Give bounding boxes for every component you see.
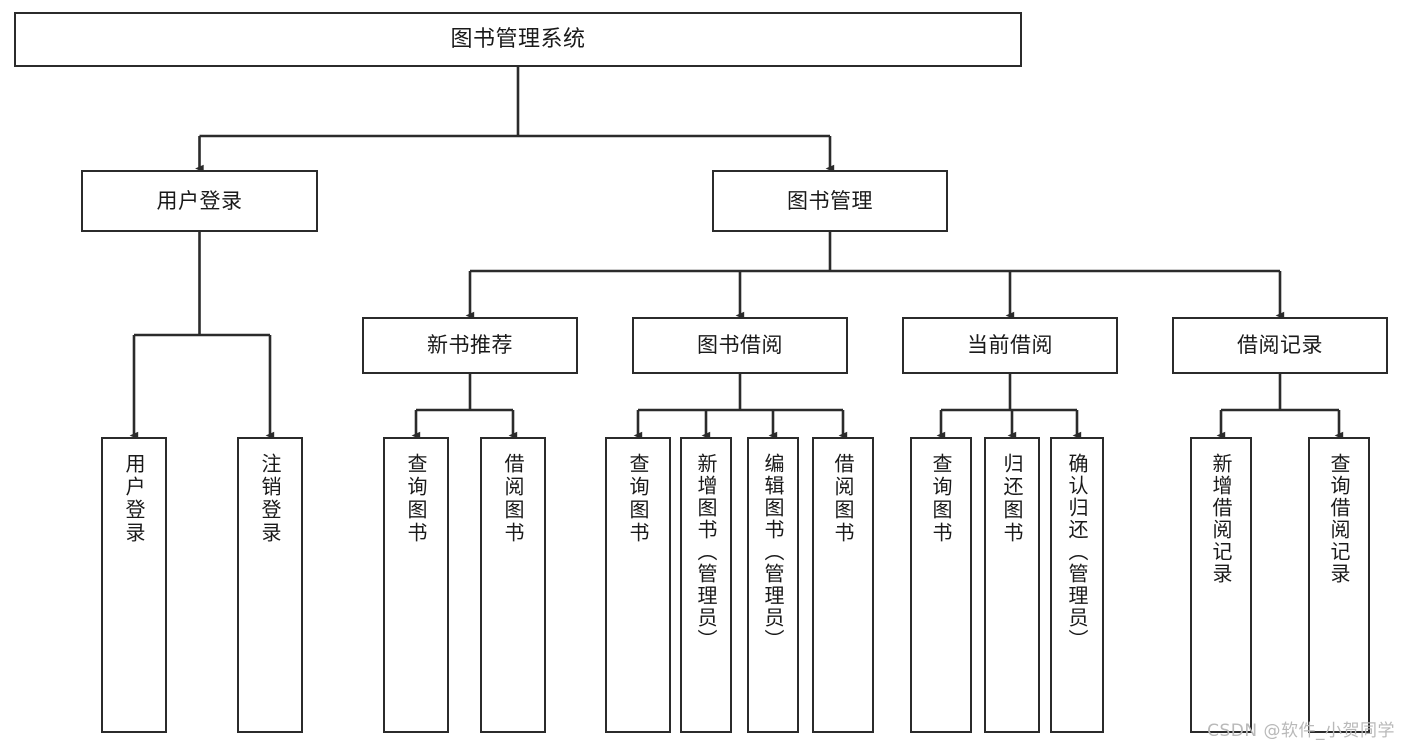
node-label: 查询图书: [929, 453, 953, 545]
node-label: 借阅图书: [831, 453, 855, 545]
node-label: 归还图书: [1000, 453, 1024, 545]
node-user-login[interactable]: 用户登录: [81, 170, 318, 232]
node-leaf-borrow-book-1[interactable]: 借阅图书: [480, 437, 546, 733]
node-leaf-add-book[interactable]: 新增图书（管理员）: [680, 437, 732, 733]
node-label: 新增图书（管理员）: [694, 453, 718, 651]
node-book-borrow[interactable]: 图书借阅: [632, 317, 848, 374]
node-leaf-query-book-3[interactable]: 查询图书: [910, 437, 972, 733]
node-label: 新书推荐: [427, 333, 513, 358]
node-label: 查询图书: [404, 453, 428, 545]
node-label: 借阅记录: [1237, 333, 1323, 358]
node-label: 注销登录: [258, 453, 282, 545]
node-leaf-borrow-book-2[interactable]: 借阅图书: [812, 437, 874, 733]
node-leaf-logout[interactable]: 注销登录: [237, 437, 303, 733]
node-root[interactable]: 图书管理系统: [14, 12, 1022, 67]
node-book-manage[interactable]: 图书管理: [712, 170, 948, 232]
node-new-book-recommend[interactable]: 新书推荐: [362, 317, 578, 374]
node-label: 用户登录: [122, 453, 146, 545]
node-label: 查询图书: [626, 453, 650, 545]
node-leaf-return-book[interactable]: 归还图书: [984, 437, 1040, 733]
node-leaf-query-record[interactable]: 查询借阅记录: [1308, 437, 1370, 733]
node-borrow-record[interactable]: 借阅记录: [1172, 317, 1388, 374]
node-leaf-add-record[interactable]: 新增借阅记录: [1190, 437, 1252, 733]
connector-group: [129, 67, 1344, 440]
watermark-label: CSDN @软件_小贺同学: [1207, 721, 1395, 741]
node-label: 用户登录: [156, 188, 243, 213]
node-label: 确认归还（管理员）: [1065, 453, 1089, 651]
node-label: 图书借阅: [697, 333, 783, 358]
node-leaf-user-login[interactable]: 用户登录: [101, 437, 167, 733]
node-label: 图书管理: [787, 188, 873, 213]
node-label: 借阅图书: [501, 453, 525, 545]
node-label: 当前借阅: [967, 333, 1053, 358]
node-label: 编辑图书（管理员）: [761, 453, 785, 651]
node-current-borrow[interactable]: 当前借阅: [902, 317, 1118, 374]
node-leaf-confirm-return[interactable]: 确认归还（管理员）: [1050, 437, 1104, 733]
node-leaf-query-book-2[interactable]: 查询图书: [605, 437, 671, 733]
node-label: 查询借阅记录: [1327, 453, 1351, 585]
node-label: 新增借阅记录: [1209, 453, 1233, 585]
node-leaf-query-book-1[interactable]: 查询图书: [383, 437, 449, 733]
node-label: 图书管理系统: [450, 26, 586, 52]
node-leaf-edit-book[interactable]: 编辑图书（管理员）: [747, 437, 799, 733]
